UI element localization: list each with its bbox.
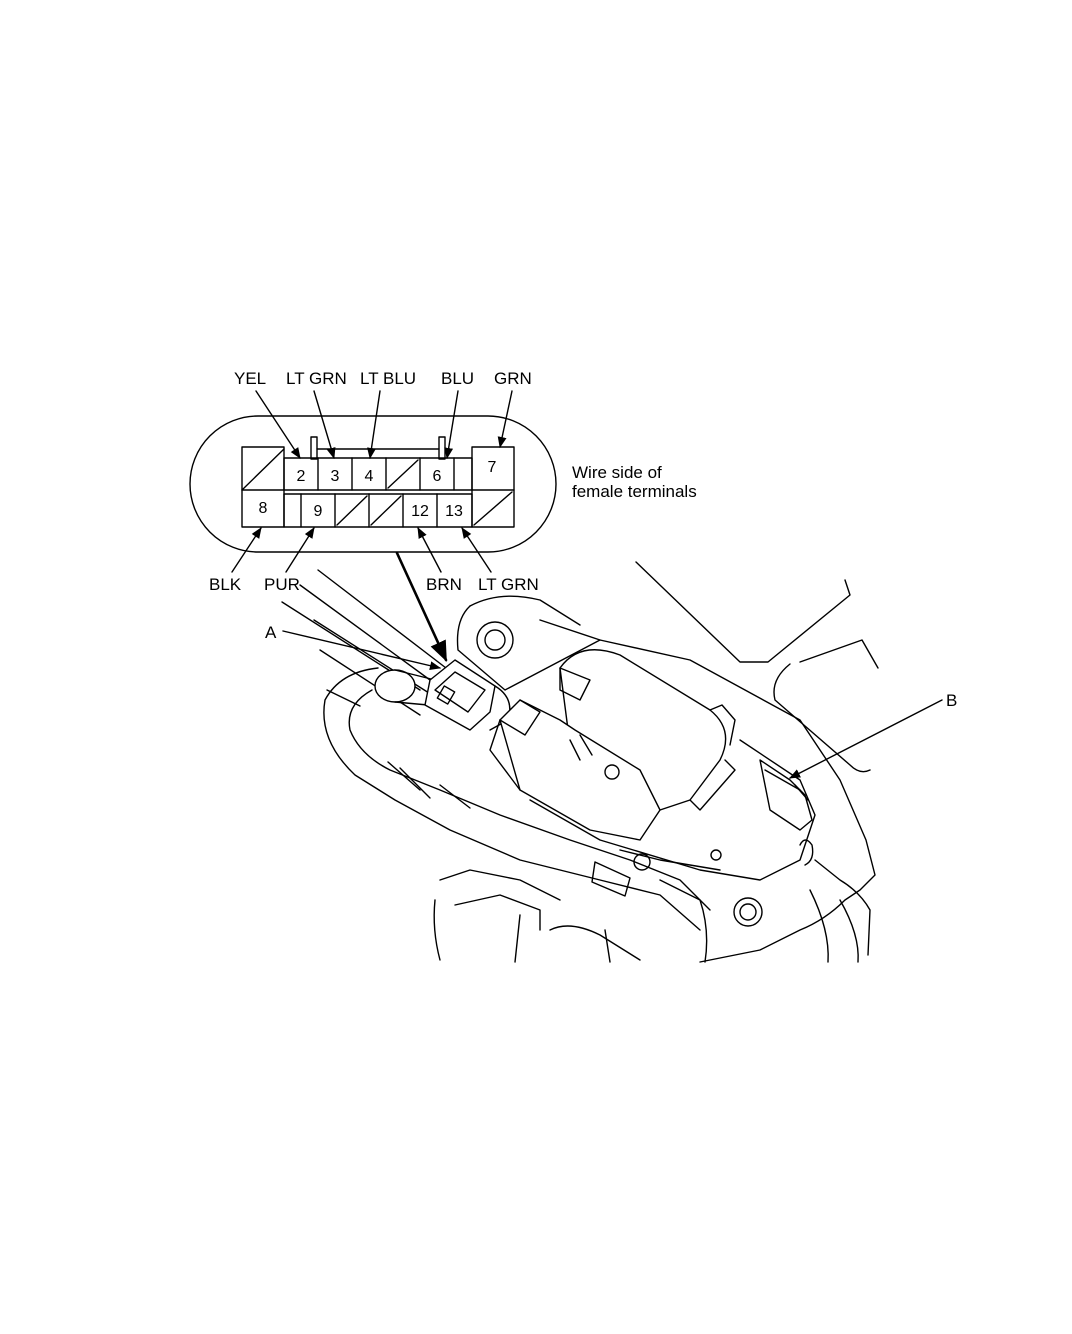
connector-pointer-arrow (395, 551, 448, 662)
callout-leader-b (789, 699, 943, 779)
connector-outline (189, 415, 557, 553)
assembly-illustration (281, 561, 879, 963)
wire-color-yel: YEL (234, 369, 266, 388)
empty-cavity-10 (336, 495, 368, 526)
wire-color-labels: YEL LT GRN LT BLU BLU GRN BLK PUR BRN LT… (209, 369, 697, 594)
lock-tab-left (310, 436, 318, 460)
wire-color-lt-blu: LT BLU (360, 369, 416, 388)
pin-4: 4 (365, 468, 374, 485)
wire-color-pur: PUR (264, 575, 300, 594)
pin-12: 12 (411, 503, 429, 520)
connector-b-part (759, 759, 813, 831)
wire-color-grn: GRN (494, 369, 532, 388)
actuator-body (499, 699, 661, 841)
connector-a-part (424, 659, 496, 731)
pin-3: 3 (331, 468, 340, 485)
pin-2: 2 (297, 468, 306, 485)
side-note-line-1: Wire side of (572, 463, 662, 482)
callout-leader-a (282, 630, 442, 671)
empty-cavity-5 (387, 459, 419, 489)
empty-cavity-1 (241, 448, 285, 491)
lock-tab-right (438, 436, 446, 460)
callout-label-a: A (265, 623, 277, 642)
empty-cavity-14 (473, 491, 513, 526)
wire-color-brn: BRN (426, 575, 462, 594)
pin-8: 8 (259, 500, 268, 517)
pin-9: 9 (314, 503, 323, 520)
wire-color-lt-grn-top: LT GRN (286, 369, 347, 388)
callout-label-b: B (946, 691, 957, 710)
pin-6: 6 (433, 468, 442, 485)
pin-13: 13 (445, 503, 463, 520)
pin-7: 7 (488, 459, 497, 476)
wire-color-blu: BLU (441, 369, 474, 388)
callouts: A B (265, 623, 957, 779)
wire-color-blk: BLK (209, 575, 242, 594)
side-note-line-2: female terminals (572, 482, 697, 501)
wire-color-lt-grn-bottom: LT GRN (478, 575, 539, 594)
connector-face: 2 3 4 6 7 8 9 12 13 (189, 415, 557, 553)
empty-cavity-11 (370, 495, 402, 526)
